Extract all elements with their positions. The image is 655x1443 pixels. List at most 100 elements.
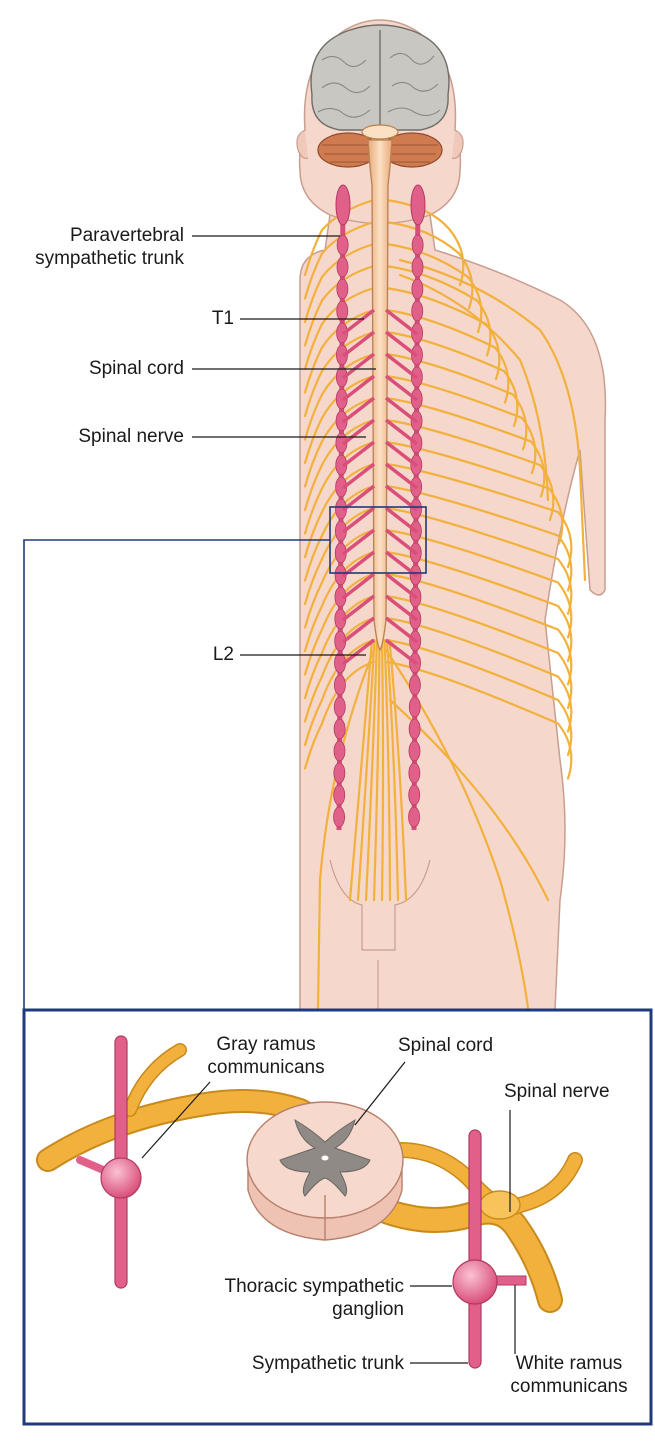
ramus-right bbox=[384, 418, 419, 446]
trunk-ganglion bbox=[333, 696, 346, 718]
trunk-ganglion bbox=[411, 278, 424, 300]
nerve-right bbox=[384, 264, 492, 357]
nerve-cauda bbox=[364, 638, 379, 902]
ramus-left bbox=[341, 440, 376, 468]
nerve-right bbox=[384, 220, 474, 310]
nerve-right bbox=[384, 330, 519, 428]
trunk-ganglion bbox=[336, 322, 349, 344]
nerve-left bbox=[303, 374, 376, 465]
trunk-ganglion bbox=[408, 762, 421, 784]
ramus-right bbox=[384, 594, 419, 622]
label-inset-spinal-cord: Spinal cord bbox=[398, 1035, 494, 1056]
nerve-left bbox=[303, 528, 376, 629]
inset-spinal-cord-section bbox=[246, 1101, 404, 1241]
ramus-left bbox=[341, 506, 376, 534]
nerve-left bbox=[303, 550, 376, 653]
trunk-ganglion bbox=[335, 388, 348, 410]
ramus-right bbox=[384, 616, 419, 644]
ramus-right bbox=[384, 374, 419, 402]
nerve-right bbox=[384, 352, 528, 451]
nerve-left bbox=[303, 396, 376, 488]
trunk-ganglion bbox=[336, 256, 349, 278]
nerve-cauda bbox=[380, 638, 385, 902]
ramus-right bbox=[384, 396, 419, 424]
label-paravertebral-sympathetic-trunk: Paravertebral sympathetic trunk bbox=[35, 225, 184, 269]
nerve-right bbox=[384, 308, 510, 404]
trunk-ganglion bbox=[333, 762, 346, 784]
ramus-right bbox=[384, 550, 419, 578]
cervical-ganglion bbox=[410, 184, 426, 226]
nerve-cauda bbox=[388, 638, 408, 902]
ramus-left bbox=[341, 484, 376, 512]
inset-leader-lines bbox=[141, 1061, 516, 1364]
label-l2: L2 bbox=[212, 644, 234, 665]
ramus-right bbox=[384, 330, 419, 358]
ramus-left bbox=[341, 330, 376, 358]
trunk-ganglion bbox=[408, 806, 420, 828]
nerve-leg bbox=[384, 648, 530, 1010]
ramus-left bbox=[341, 638, 376, 666]
trunk-ganglion bbox=[335, 366, 348, 388]
ramus-left bbox=[341, 550, 376, 578]
nerve-left bbox=[303, 264, 376, 347]
cerebellum bbox=[317, 132, 443, 168]
ramus-left bbox=[341, 462, 376, 490]
nerve-left bbox=[303, 660, 376, 770]
nerve-left bbox=[303, 594, 376, 700]
cervical-ganglion bbox=[335, 184, 351, 226]
nerve-arm bbox=[398, 258, 587, 582]
nerve-left bbox=[303, 484, 376, 582]
ramus-right bbox=[384, 352, 419, 380]
nerve-left bbox=[303, 418, 376, 512]
ramus-right bbox=[384, 440, 419, 468]
paravertebral-sympathetic-trunks bbox=[333, 184, 426, 831]
nerve-left bbox=[303, 286, 376, 371]
nerve-left bbox=[303, 616, 376, 723]
peripheral-nerves bbox=[303, 198, 587, 1010]
nerve-right bbox=[384, 374, 537, 475]
nerve-cauda bbox=[385, 638, 400, 902]
nerve-left bbox=[303, 242, 376, 324]
label-thoracic-sympathetic-ganglion: Thoracic sympathetic ganglion bbox=[224, 1276, 404, 1320]
ramus-left bbox=[341, 374, 376, 402]
nerve-left bbox=[303, 220, 376, 300]
brain bbox=[310, 24, 450, 131]
trunk-ganglion bbox=[408, 718, 421, 740]
leader-lines bbox=[192, 235, 376, 656]
ramus-left bbox=[341, 418, 376, 446]
trunk-ganglion bbox=[336, 300, 349, 322]
ramus-right bbox=[384, 572, 419, 600]
nerve-right bbox=[384, 396, 546, 498]
nerve-left bbox=[303, 308, 376, 394]
label-gray-ramus-communicans: Gray ramus communicans bbox=[207, 1034, 325, 1078]
nerve-cauda bbox=[372, 638, 381, 902]
nerve-arm bbox=[398, 273, 550, 502]
zoom-indicator bbox=[23, 506, 427, 1010]
nerve-left bbox=[303, 572, 376, 676]
ramus-left bbox=[341, 352, 376, 380]
trunk-ganglion bbox=[336, 234, 349, 256]
label-t1: T1 bbox=[211, 308, 234, 329]
ramus-left bbox=[341, 528, 376, 556]
nerve-right bbox=[384, 198, 465, 287]
label-spinal-cord: Spinal cord bbox=[88, 358, 184, 379]
nerve-left bbox=[303, 198, 376, 277]
trunk-ganglion bbox=[333, 806, 345, 828]
ramus-left bbox=[341, 594, 376, 622]
trunk-ganglion bbox=[333, 718, 346, 740]
trunk-ganglion bbox=[333, 784, 346, 806]
ramus-right bbox=[384, 528, 419, 556]
nerve-cauda bbox=[348, 638, 374, 902]
trunk-ganglion bbox=[334, 674, 346, 696]
ramus-right bbox=[384, 506, 419, 534]
trunk-ganglion bbox=[336, 278, 349, 300]
trunk-ganglion bbox=[409, 674, 421, 696]
nerve-left bbox=[303, 638, 376, 747]
label-spinal-nerve: Spinal nerve bbox=[78, 426, 184, 447]
trunk-ganglion bbox=[411, 300, 424, 322]
ramus-left bbox=[341, 616, 376, 644]
ramus-right bbox=[384, 308, 419, 336]
nerve-cauda bbox=[383, 638, 392, 902]
